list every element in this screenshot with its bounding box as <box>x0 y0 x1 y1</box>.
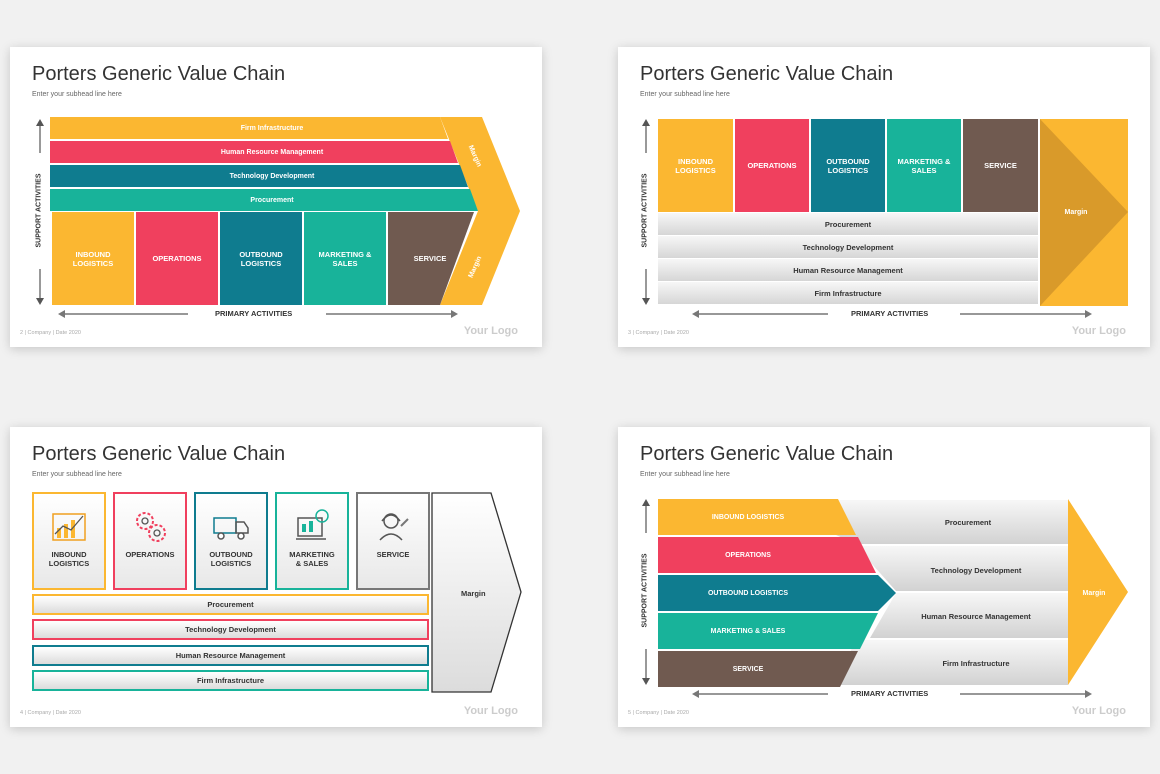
logo-placeholder: Your Logo <box>1071 705 1126 717</box>
slide-footer: 4 | Company | Date 2020 <box>20 710 81 716</box>
margin-label: Margin <box>1064 208 1088 216</box>
primary-activities-label: PRIMARY ACTIVITIES <box>215 309 293 318</box>
slide-footer: 3 | Company | Date 2020 <box>628 330 689 336</box>
primary-bar-marketing: MARKETING & SALES <box>710 627 786 635</box>
primary-card-marketing: MARKETING & SALES <box>275 492 349 590</box>
support-axis-arrows <box>642 119 650 305</box>
slide-subhead: Enter your subhead line here <box>640 471 730 478</box>
slide-4[interactable]: Porters Generic Value Chain Enter your s… <box>618 427 1150 727</box>
support-bar-firm-infrastructure: Firm Infrastructure <box>32 670 429 691</box>
primary-card-operations: OPERATIONS <box>113 492 187 590</box>
primary-bar-inbound: INBOUND LOGISTICS <box>711 513 785 521</box>
primary-box-inbound: INBOUND LOGISTICS <box>52 212 134 305</box>
slide-subhead: Enter your subhead line here <box>32 471 122 478</box>
primary-box-operations: OPERATIONS <box>735 119 809 212</box>
primary-bar-operations: OPERATIONS <box>725 551 771 559</box>
primary-box-service: SERVICE <box>963 119 1038 212</box>
support-bar-hr-management: Human Resource Management <box>32 645 429 666</box>
support-bar-firm-infrastructure: Firm Infrastructure <box>240 124 304 132</box>
card-label: OUTBOUND LOGISTICS <box>209 550 253 569</box>
margin-label: Margin <box>1082 589 1106 597</box>
margin-label: Margin <box>461 589 486 598</box>
support-bar-technology: Technology Development <box>930 565 1022 575</box>
primary-box-marketing: MARKETING & SALES <box>887 119 961 212</box>
primary-box-marketing: MARKETING & SALES <box>304 212 386 305</box>
support-bar-procurement: Procurement <box>250 196 294 204</box>
slide-title: Porters Generic Value Chain <box>640 443 894 465</box>
support-bar-firm-infrastructure: Firm Infrastructure <box>942 658 1010 668</box>
margin-block <box>1040 119 1128 306</box>
slide-3[interactable]: Porters Generic Value Chain Enter your s… <box>10 427 542 727</box>
support-bar-procurement: Procurement <box>658 213 1038 236</box>
support-activities-label: SUPPORT ACTIVITIES <box>641 553 649 628</box>
primary-card-outbound: OUTBOUND LOGISTICS <box>194 492 268 590</box>
support-agent-icon <box>379 513 409 541</box>
support-activities-label: SUPPORT ACTIVITIES <box>35 173 43 248</box>
primary-box-inbound: INBOUND LOGISTICS <box>658 119 733 212</box>
slide-footer: 5 | Company | Date 2020 <box>628 710 689 716</box>
truck-icon <box>213 517 249 540</box>
logo-placeholder: Your Logo <box>1071 325 1126 337</box>
chart-icon <box>52 513 86 541</box>
slide-title: Porters Generic Value Chain <box>640 63 894 85</box>
slide-1[interactable]: Porters Generic Value Chain Enter your s… <box>10 47 542 347</box>
primary-axis-arrows <box>692 310 1092 318</box>
primary-bar-service: SERVICE <box>732 665 764 673</box>
primary-axis-arrows <box>692 690 1092 698</box>
card-label: INBOUND LOGISTICS <box>48 550 90 569</box>
primary-activities-label: PRIMARY ACTIVITIES <box>851 689 929 698</box>
primary-card-service: SERVICE <box>356 492 430 590</box>
slide-footer: 2 | Company | Date 2020 <box>20 330 81 336</box>
primary-axis-arrows <box>58 310 458 318</box>
support-bar-technology: Technology Development <box>229 172 315 180</box>
margin-chevron <box>431 492 522 693</box>
support-bar-technology: Technology Development <box>32 619 429 640</box>
primary-box-outbound: OUTBOUND LOGISTICS <box>811 119 885 212</box>
slide-subhead: Enter your subhead line here <box>32 91 122 98</box>
value-chain-chevron <box>50 117 520 305</box>
slide-subhead: Enter your subhead line here <box>640 91 730 98</box>
primary-box-operations: OPERATIONS <box>136 212 218 305</box>
card-label: MARKETING & SALES <box>289 550 335 569</box>
primary-box-service: SERVICE <box>413 254 447 263</box>
primary-bar-outbound: OUTBOUND LOGISTICS <box>707 589 789 597</box>
support-bar-hr-management: Human Resource Management <box>658 259 1038 282</box>
support-bar-hr-management: Human Resource Management <box>220 148 324 156</box>
support-axis-arrows <box>642 499 650 685</box>
slide-title: Porters Generic Value Chain <box>32 63 286 85</box>
slide-2[interactable]: Porters Generic Value Chain Enter your s… <box>618 47 1150 347</box>
primary-activities-label: PRIMARY ACTIVITIES <box>851 309 929 318</box>
slide-title: Porters Generic Value Chain <box>32 443 286 465</box>
primary-box-outbound: OUTBOUND LOGISTICS <box>220 212 302 305</box>
logo-placeholder: Your Logo <box>463 325 518 337</box>
support-bar-hr-management: Human Resource Management <box>921 611 1031 621</box>
card-label: SERVICE <box>376 550 410 559</box>
support-bar-procurement: Procurement <box>32 594 429 615</box>
marketing-icon <box>296 509 329 540</box>
support-bar-procurement: Procurement <box>944 517 992 527</box>
support-bar-firm-infrastructure: Firm Infrastructure <box>658 282 1038 305</box>
gears-icon <box>136 512 166 542</box>
value-chain-shapes <box>658 499 1128 687</box>
support-activities-label: SUPPORT ACTIVITIES <box>641 173 649 248</box>
primary-card-inbound: INBOUND LOGISTICS <box>32 492 106 590</box>
card-label: OPERATIONS <box>125 550 175 559</box>
support-axis-arrows <box>36 119 44 305</box>
support-bar-technology: Technology Development <box>658 236 1038 259</box>
logo-placeholder: Your Logo <box>463 705 518 717</box>
